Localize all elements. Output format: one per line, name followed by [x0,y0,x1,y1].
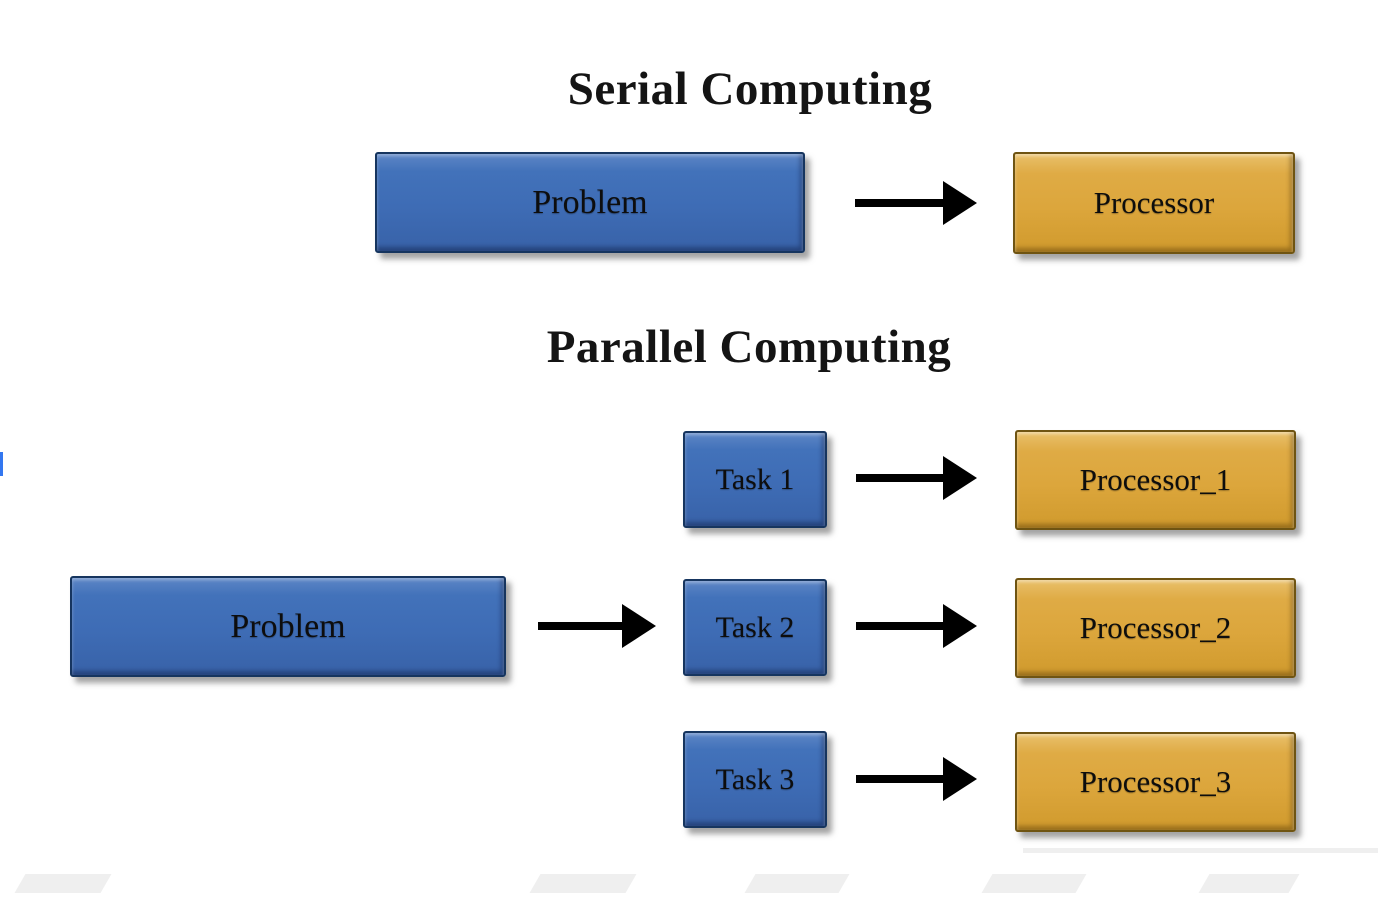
task2-to-processor2-arrow-right-icon [856,604,977,648]
watermark-strip [1023,848,1378,853]
task-2-box: Task 2 [683,579,827,676]
parallel-computing-title: Parallel Computing [546,321,952,373]
task1-to-processor1-arrow-right-icon [856,456,977,500]
processor-2-box: Processor_2 [1015,578,1296,678]
arrow-head [943,456,977,500]
task3-to-processor3-arrow-right-icon [856,757,977,801]
parallel-problem-box: Problem [70,576,506,677]
serial-processor-label: Processor [1093,185,1215,220]
watermark-shape [529,874,637,893]
processor-3-box: Processor_3 [1015,732,1296,832]
arrow-shaft [856,775,947,783]
serial-arrow-right-icon [855,181,977,225]
parallel-problem-label: Problem [230,607,346,645]
arrow-head [943,757,977,801]
arrow-shaft [856,474,947,482]
serial-problem-label: Problem [532,183,648,221]
serial-processor-box: Processor [1013,152,1295,254]
arrow-shaft [855,199,947,207]
processor-3-label: Processor_3 [1079,764,1232,799]
serial-problem-box: Problem [375,152,805,253]
watermark-shape [14,874,112,893]
task-3-box: Task 3 [683,731,827,828]
arrow-shaft [856,622,947,630]
arrow-head [943,604,977,648]
task-1-label: Task 1 [715,462,795,496]
problem-to-task2-arrow-right-icon [538,604,656,648]
task-1-box: Task 1 [683,431,827,528]
watermark-shape [1198,874,1300,893]
task-3-label: Task 3 [715,762,795,796]
serial-computing-title: Serial Computing [567,63,933,115]
watermark-shape [744,874,850,893]
left-edge-accent-bar [0,452,3,476]
arrow-head [622,604,656,648]
processor-1-box: Processor_1 [1015,430,1296,530]
watermark-shape [981,874,1087,893]
arrow-head [943,181,977,225]
arrow-shaft [538,622,626,630]
processor-1-label: Processor_1 [1079,462,1232,497]
task-2-label: Task 2 [715,610,795,644]
processor-2-label: Processor_2 [1079,610,1232,645]
